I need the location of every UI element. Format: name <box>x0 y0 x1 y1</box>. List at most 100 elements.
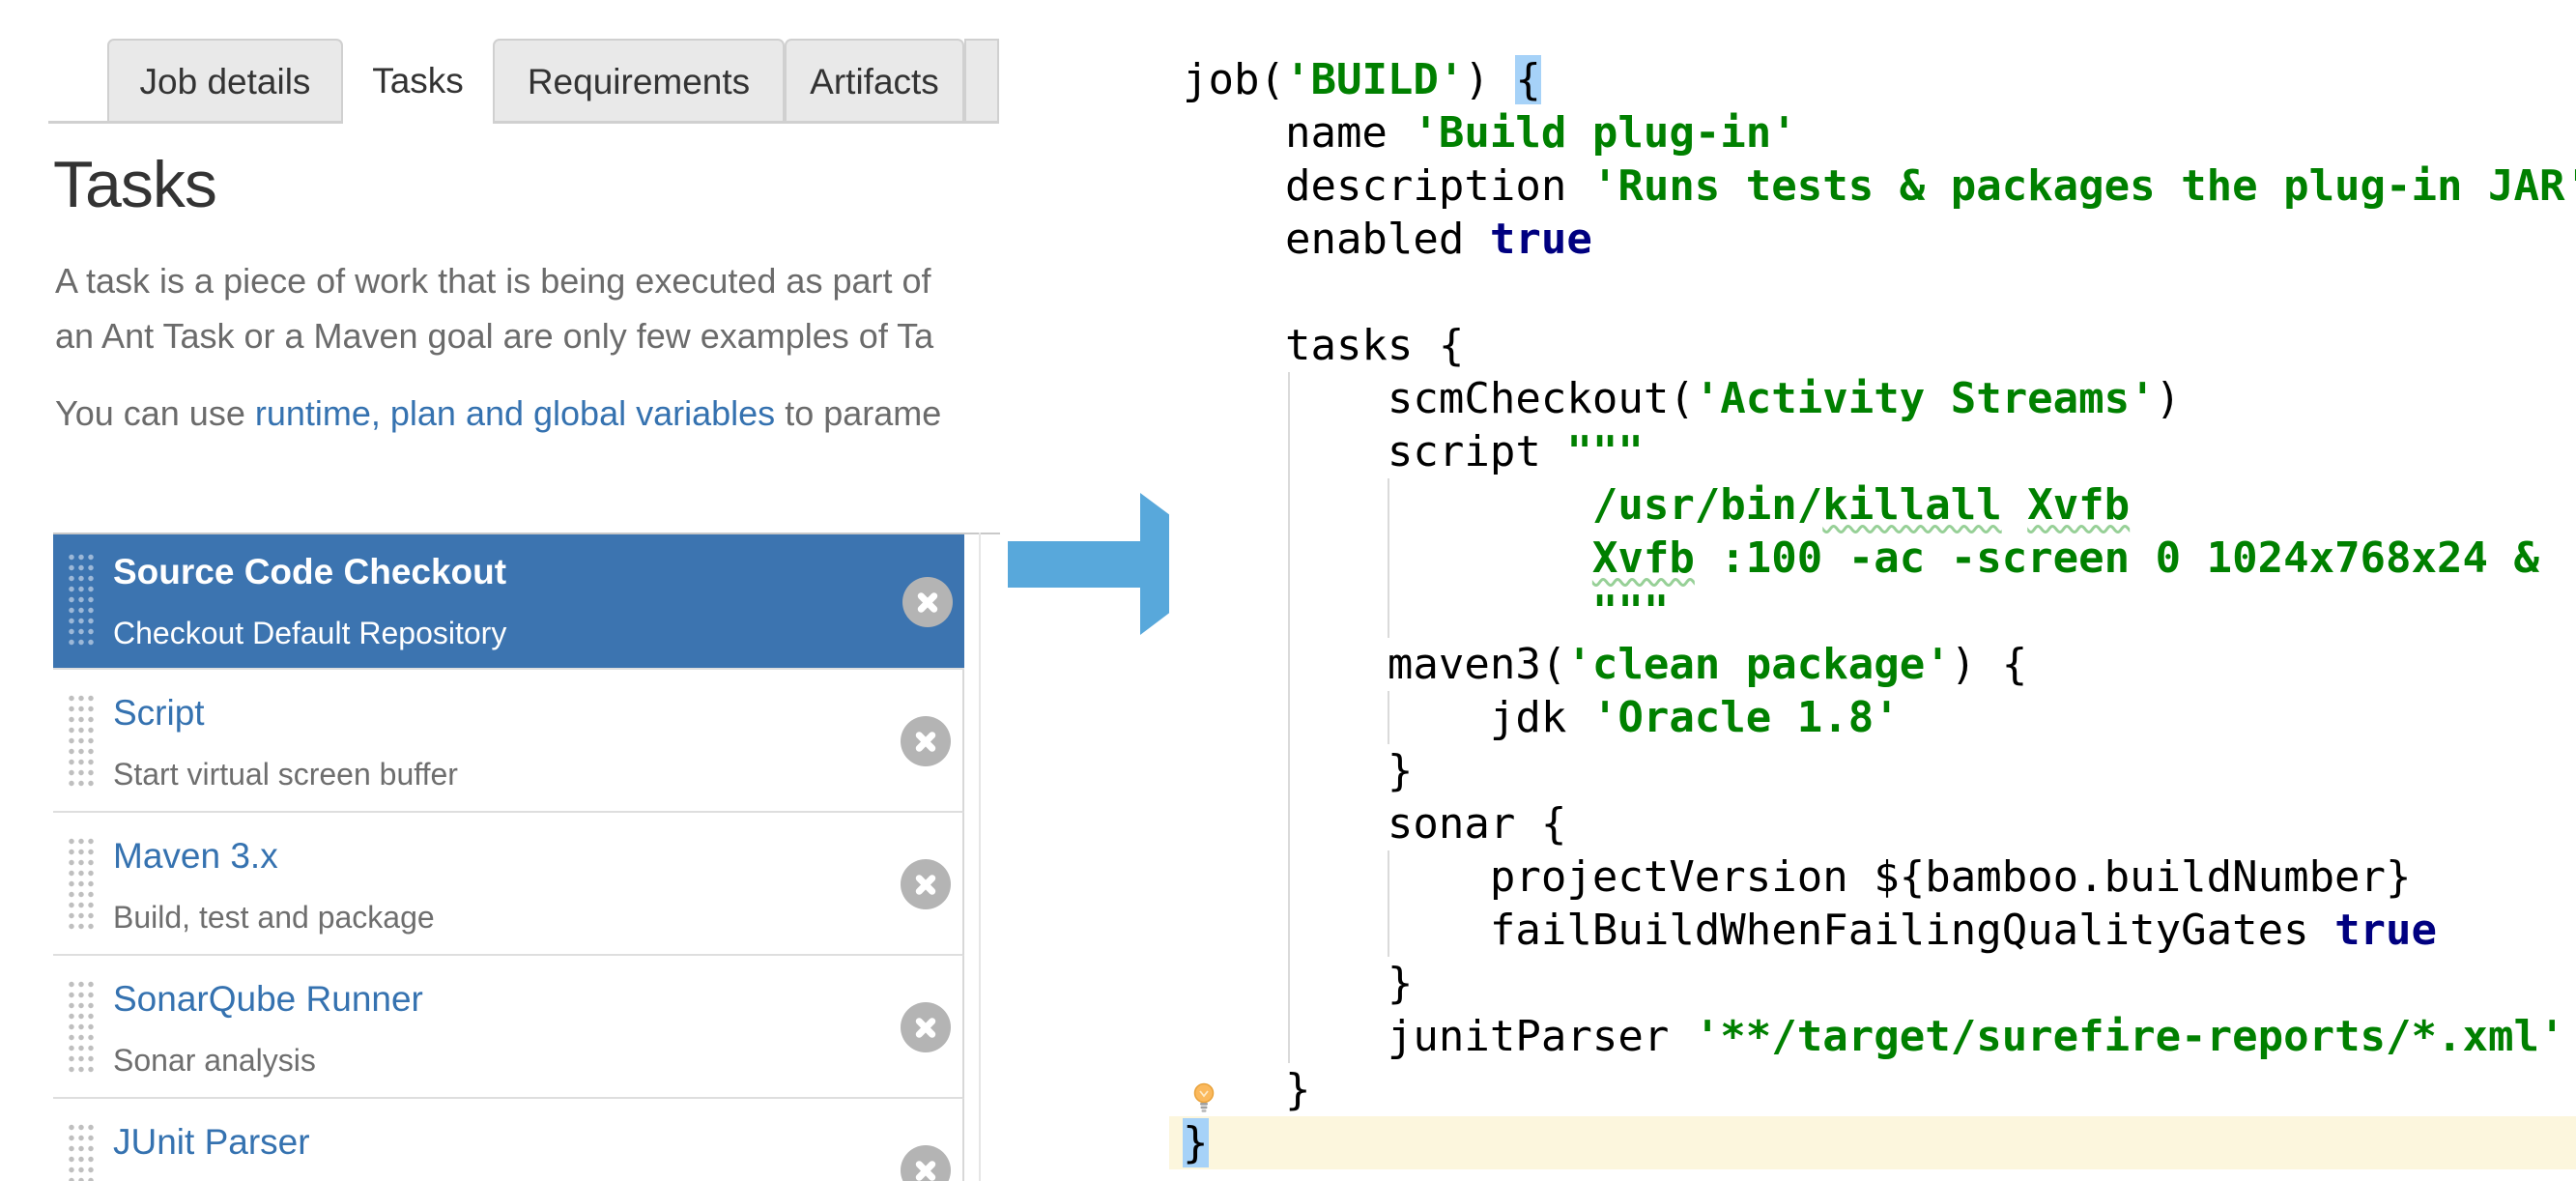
code-token: script <box>1183 427 1567 476</box>
task-title[interactable]: SonarQube Runner <box>113 979 423 1019</box>
task-list-top-border <box>53 533 1000 534</box>
code-line-6[interactable]: tasks { <box>1169 319 2576 372</box>
code-token <box>1183 533 1592 583</box>
task-title[interactable]: Source Code Checkout <box>113 552 507 591</box>
code-line-7[interactable]: scmCheckout('Activity Streams') <box>1169 372 2576 425</box>
code-token: } <box>1183 959 1414 1008</box>
code-line-3[interactable]: description 'Runs tests & packages the p… <box>1169 159 2576 213</box>
circle-x-icon[interactable] <box>901 859 951 909</box>
panel-edge-line <box>979 533 981 1181</box>
code-line-4[interactable]: enabled true <box>1169 213 2576 266</box>
circle-x-icon[interactable] <box>901 1145 951 1181</box>
code-line-5[interactable] <box>1169 266 2576 319</box>
intro-line-1: A task is a piece of work that is being … <box>55 261 931 301</box>
task-title[interactable]: Maven 3.x <box>113 836 278 876</box>
code-token: Xvfb <box>1591 533 1695 583</box>
drag-handle-dots-icon[interactable] <box>67 979 96 1076</box>
tab-job-details[interactable]: Job details <box>107 39 343 123</box>
tab-bar-bottom-border-left <box>48 121 343 124</box>
variables-note: You can use runtime, plan and global var… <box>55 393 941 434</box>
tab-artifacts[interactable]: Artifacts <box>785 39 964 123</box>
task-row-sonarqube-runner[interactable]: SonarQube Runner Sonar analysis <box>53 956 964 1099</box>
variables-link[interactable]: runtime, plan and global variables <box>254 393 776 433</box>
task-subtitle: Sonar analysis <box>113 1043 316 1078</box>
code-line-20[interactable]: } <box>1169 1063 2576 1116</box>
indent-guide <box>1388 691 1389 744</box>
code-token: killall <box>1822 480 2002 530</box>
code-line-8[interactable]: script """ <box>1169 425 2576 478</box>
code-token: :100 -ac -screen 0 1024x768x24 & <box>1694 533 2539 583</box>
task-row-junit-parser[interactable]: JUnit Parser <box>53 1099 964 1181</box>
code-line-15[interactable]: sonar { <box>1169 797 2576 850</box>
code-token <box>2002 480 2028 530</box>
intro-line-2: an Ant Task or a Maven goal are only few… <box>55 316 934 356</box>
code-line-2[interactable]: name 'Build plug-in' <box>1169 106 2576 159</box>
code-line-13[interactable]: jdk 'Oracle 1.8' <box>1169 691 2576 744</box>
code-token: true <box>2334 906 2438 955</box>
code-token: scmCheckout( <box>1183 374 1695 423</box>
code-line-16[interactable]: projectVersion ${bamboo.buildNumber} <box>1169 850 2576 904</box>
circle-x-icon[interactable] <box>902 577 953 627</box>
drag-handle-dots-icon[interactable] <box>67 836 96 933</box>
task-subtitle: Start virtual screen buffer <box>113 757 458 792</box>
code-token: projectVersion ${bamboo.buildNumber} <box>1183 852 2412 902</box>
code-token: '**/target/surefire-reports/*.xml' <box>1694 1012 2565 1061</box>
code-line-14[interactable]: } <box>1169 744 2576 797</box>
task-subtitle: Checkout Default Repository <box>113 616 507 650</box>
indent-guide <box>1388 478 1389 638</box>
code-token: 'Runs tests & packages the plug-in JAR' <box>1591 161 2576 211</box>
code-token: 'BUILD' <box>1284 55 1465 104</box>
code-line-11[interactable]: """ <box>1169 585 2576 638</box>
page-title: Tasks <box>53 148 217 221</box>
matched-bracket: } <box>1183 1118 1209 1167</box>
task-row-script[interactable]: Script Start virtual screen buffer <box>53 670 964 813</box>
circle-x-icon[interactable] <box>901 1002 951 1052</box>
code-token: ) <box>2155 374 2182 423</box>
tab-requirements[interactable]: Requirements <box>493 39 785 123</box>
code-line-9[interactable]: /usr/bin/killall Xvfb <box>1169 478 2576 532</box>
code-line-18[interactable]: } <box>1169 957 2576 1010</box>
code-line-21[interactable]: } <box>1169 1116 2576 1169</box>
tasks-intro-paragraph: A task is a piece of work that is being … <box>55 253 933 363</box>
drag-handle-dots-icon[interactable] <box>67 1122 96 1181</box>
code-token: junitParser <box>1183 1012 1695 1061</box>
task-title[interactable]: Script <box>113 693 205 733</box>
indent-guide <box>1288 372 1290 1063</box>
code-token: } <box>1183 1065 1311 1114</box>
variables-note-prefix: You can use <box>55 393 255 433</box>
code-line-10[interactable]: Xvfb :100 -ac -screen 0 1024x768x24 & <box>1169 532 2576 585</box>
drag-handle-dots-icon[interactable] <box>67 693 96 790</box>
code-token: jdk <box>1183 693 1592 742</box>
code-line-12[interactable]: maven3('clean package') { <box>1169 638 2576 691</box>
circle-x-icon[interactable] <box>901 716 951 766</box>
code-token: Xvfb <box>2027 480 2131 530</box>
bamboo-task-config-panel: Job details Tasks Requirements Artifacts… <box>0 0 1034 1181</box>
code-line-19[interactable]: junitParser '**/target/surefire-reports/… <box>1169 1010 2576 1063</box>
task-row-source-code-checkout[interactable]: Source Code Checkout Checkout Default Re… <box>53 534 964 670</box>
indent-guide <box>1388 850 1389 957</box>
tab-bar-bottom-border-right <box>493 121 999 124</box>
code-token: sonar { <box>1183 799 1567 849</box>
code-line-1[interactable]: job('BUILD') { <box>1169 53 2576 106</box>
code-token: 'Activity Streams' <box>1694 374 2156 423</box>
drag-handle-dots-icon[interactable] <box>67 552 96 648</box>
code-lines: job('BUILD') { name 'Build plug-in' desc… <box>1169 53 2576 1169</box>
code-token: job( <box>1183 55 1285 104</box>
code-token: ) { <box>1950 640 2028 689</box>
tab-tasks[interactable]: Tasks <box>343 39 493 123</box>
intention-lightbulb-icon[interactable] <box>1192 1082 1216 1115</box>
matched-bracket: { <box>1515 55 1541 104</box>
task-row-maven-3x[interactable]: Maven 3.x Build, test and package <box>53 813 964 956</box>
code-line-17[interactable]: failBuildWhenFailingQualityGates true <box>1169 904 2576 957</box>
task-list: Source Code Checkout Checkout Default Re… <box>53 534 964 1181</box>
code-token: /usr/bin/ <box>1183 480 1823 530</box>
code-token: failBuildWhenFailingQualityGates <box>1183 906 2335 955</box>
code-token: 'Build plug-in' <box>1413 108 1797 158</box>
code-token: } <box>1183 746 1414 795</box>
variables-note-suffix: to parame <box>775 393 942 433</box>
code-token: enabled <box>1183 215 1490 264</box>
code-token: maven3( <box>1183 640 1567 689</box>
tab-partial-clipped[interactable] <box>964 39 999 123</box>
task-title[interactable]: JUnit Parser <box>113 1122 310 1162</box>
